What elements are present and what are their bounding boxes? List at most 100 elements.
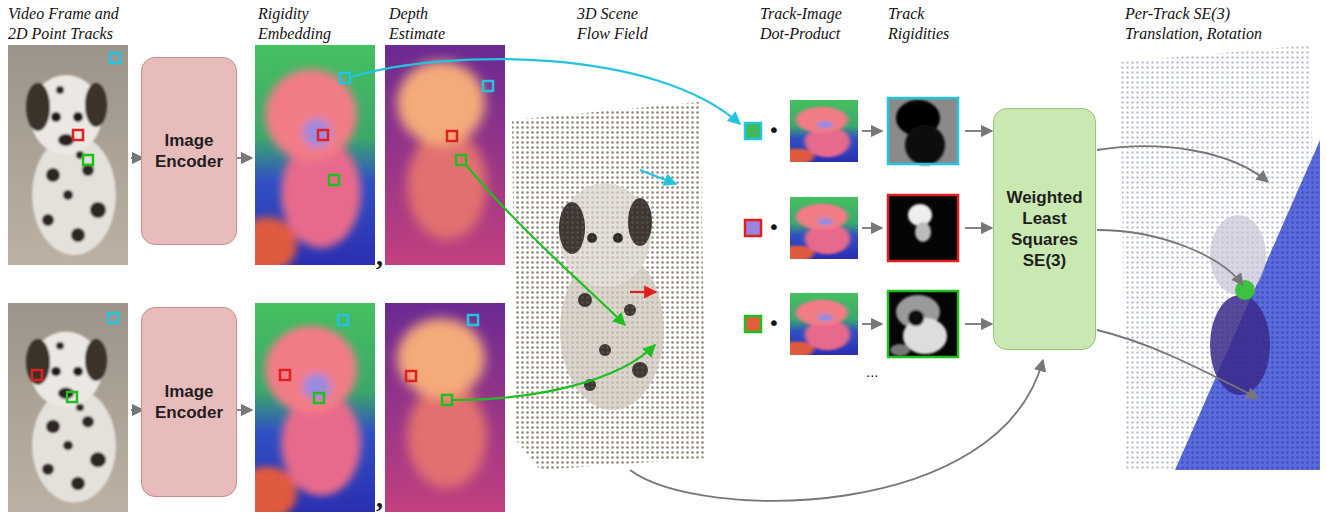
output-cloud-shape [1235,280,1255,300]
track-arrows-shape [630,291,656,293]
dot-product-symbol-holder: • [768,119,780,141]
dot-product-symbol-holder: • [768,216,780,238]
ellipsis-mark: ... [866,364,879,380]
column-heading: 3D Scene Flow Field [577,4,663,44]
track-markers-shape [406,371,416,381]
column-heading-holder: Rigidity Embedding [258,4,350,44]
track-arrows [351,59,740,400]
track-markers-shape [468,315,478,325]
flow-arrows-shape [1097,230,1243,285]
track-markers-shape [83,155,93,165]
track-markers-shape [329,175,339,185]
flow-arrows-shape [630,360,1043,501]
track-markers-shape [483,81,493,91]
rigidity-maps-shape [888,195,958,261]
query-swatches [745,123,761,332]
output-cloud-shape [1120,45,1320,470]
rigidity-maps [888,98,958,357]
rigidity-maps-shape-shape [905,125,945,165]
scene-flow-cloud-shape [512,102,706,470]
scene-flow-cloud-shape [512,102,706,470]
depth-estimates [385,45,505,512]
box-label: Weighted Least Squares SE(3) [994,187,1095,271]
column-heading-holder: Track Rigidities [888,4,974,44]
separator-comma: , [376,242,383,270]
solver-box: Weighted Least Squares SE(3) [993,108,1096,350]
column-heading-holder: 3D Scene Flow Field [577,4,663,44]
video-frames-shape [8,303,128,512]
rigidity-maps-shape-shape [908,310,924,326]
flow-arrows-shape [1097,330,1258,398]
track-markers-shape [108,313,118,323]
separator-comma-holder: , [376,242,383,270]
column-heading: Track-Image Dot-Product [760,4,866,44]
encoder-box: Image Encoder [141,57,237,245]
flow-arrows-shape [862,323,882,325]
column-heading-holder: Depth Estimate [389,4,465,44]
track-markers [32,53,493,405]
rigidity-maps-shape [888,291,958,357]
track-markers-shape [447,131,457,141]
flow-arrows-shape [965,323,992,325]
column-heading: Per-Track SE(3) Translation, Rotation [1125,4,1307,44]
separator-comma: , [376,484,383,512]
flow-arrows-shape [965,227,992,229]
track-markers-shape [67,392,77,402]
column-heading-holder: Per-Track SE(3) Translation, Rotation [1125,4,1307,44]
column-heading: Track Rigidities [888,4,974,44]
flow-arrows-shape [862,227,882,229]
rigidity-maps-shape-shape [908,204,932,226]
track-arrows-shape [351,59,740,124]
track-markers-shape [280,370,290,380]
query-swatches-shape [745,220,761,236]
column-heading: Rigidity Embedding [258,4,350,44]
track-markers-shape [318,130,328,140]
dot-product-symbol: • [768,119,780,141]
separator-comma-holder: , [376,484,383,512]
dot-product-images-shape [780,197,858,261]
track-markers-shape [338,315,348,325]
column-heading: Video Frame and 2D Point Tracks [8,4,130,44]
rigidity-maps-shape [890,295,947,356]
rigidity-maps-shape-shape [915,222,931,242]
depth-estimates-shape [385,303,505,512]
scene-flow-cloud [512,102,706,470]
flow-arrows-shape [862,130,882,132]
track-markers-shape [32,370,42,380]
rigidity-maps-shape [888,98,958,164]
column-heading-holder: Track-Image Dot-Product [760,4,866,44]
ellipsis-mark-holder: ... [866,364,879,380]
track-markers-shape [456,155,466,165]
video-frames [8,45,128,512]
track-markers-shape [442,395,452,405]
track-markers-shape [73,130,83,140]
depth-estimates-shape [385,45,505,265]
encoder-box: Image Encoder [141,307,237,497]
rigidity-maps-shape [908,204,932,242]
dot-product-symbol-holder: • [768,312,780,334]
track-arrows-shape [453,345,655,400]
dot-product-symbol: • [768,216,780,238]
rigidity-maps-shape-shape [890,344,910,356]
output-cloud-shape [1175,140,1320,470]
query-swatches-shape [745,316,761,332]
rigidity-maps-shape [888,291,958,357]
rigidity-maps-shape [896,100,945,165]
flow-arrows-shape [236,157,252,159]
flow-arrows-shape [236,409,252,411]
column-heading-holder: Video Frame and 2D Point Tracks [8,4,130,44]
dot-product-images-shape [780,100,858,164]
dot-product-images-shape [780,293,858,357]
video-frames-shape [8,45,128,265]
rigidity-maps-shape [888,195,958,261]
track-markers-shape [314,393,324,403]
rigidity-embeddings-shape [237,45,375,273]
output-cloud-shape [1210,295,1270,395]
output-cloud [1120,45,1320,470]
track-arrows-shape [466,165,625,325]
track-markers-shape [340,73,350,83]
dot-product-symbol: • [768,312,780,334]
track-markers-shape [110,53,120,63]
flow-arrows-shape [1097,146,1268,182]
